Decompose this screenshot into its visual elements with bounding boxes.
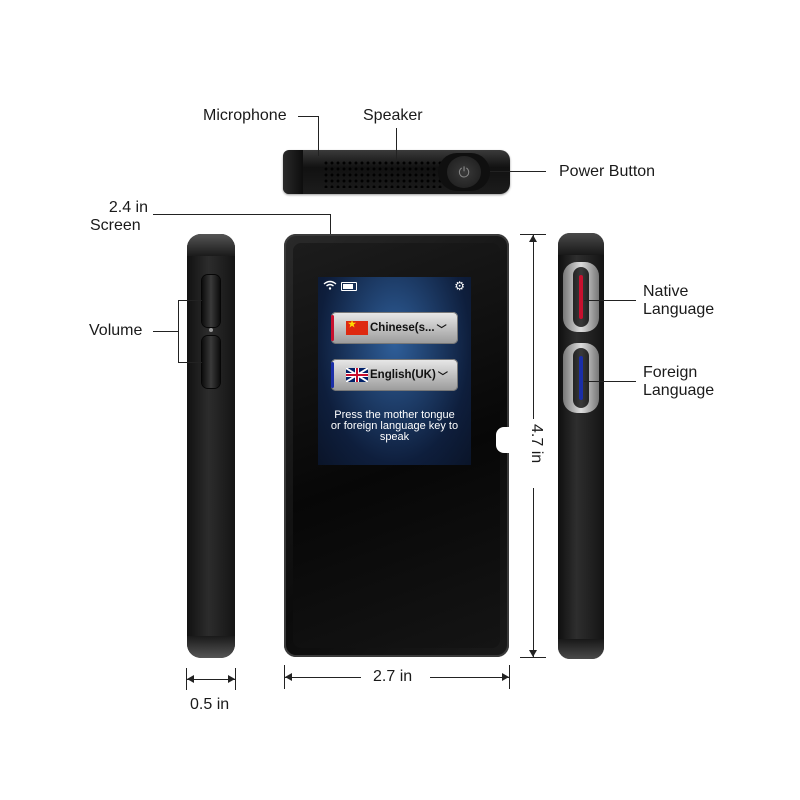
width-dimension-line-left — [285, 677, 361, 678]
height-dimension-label: 4.7 in — [528, 424, 545, 464]
right-side-bottom-cap — [558, 639, 604, 659]
native-language-label-line2: Language — [643, 301, 715, 318]
height-dimension-line-bottom — [533, 488, 534, 657]
native-key-red-stripe — [579, 275, 583, 319]
foreign-key-blue-stripe — [579, 356, 583, 400]
wifi-icon — [323, 280, 337, 293]
volume-indicator-dot — [209, 328, 213, 332]
height-arrow-up — [529, 235, 537, 242]
height-dimension-line-top — [533, 235, 534, 419]
instruction-line2: or foreign language key to — [330, 420, 459, 432]
volume-up-button[interactable] — [202, 275, 220, 327]
speaker-label: Speaker — [363, 107, 423, 124]
native-accent-bar — [331, 315, 334, 341]
foreign-language-selector[interactable]: English(UK) ﹀ — [331, 359, 458, 391]
width-tick-right — [509, 665, 510, 689]
battery-icon — [341, 282, 357, 291]
volume-down-button[interactable] — [202, 336, 220, 388]
power-icon: ⏻ — [458, 163, 470, 180]
speaker-leader — [396, 128, 397, 160]
width-arrow-right — [502, 673, 509, 681]
foreign-language-leader — [584, 381, 636, 382]
volume-label: Volume — [89, 322, 143, 339]
depth-dimension-label: 0.5 in — [190, 696, 230, 713]
instruction-line3: speak — [379, 431, 410, 443]
depth-arrow-right — [228, 675, 235, 683]
left-side-bottom-cap — [187, 636, 235, 658]
device-side-notch — [496, 427, 510, 453]
depth-arrow-left — [187, 675, 194, 683]
width-dimension-label: 2.7 in — [373, 668, 413, 685]
native-language-name: Chinese(s... — [370, 322, 435, 334]
power-button-label: Power Button — [559, 163, 656, 180]
left-side-top-cap — [187, 234, 235, 256]
microphone-label: Microphone — [203, 107, 287, 124]
power-button[interactable]: ⏻ — [447, 156, 481, 188]
native-language-selector[interactable]: Chinese(s... ﹀ — [331, 312, 458, 344]
width-tick-left — [284, 665, 285, 689]
height-tick-top — [520, 234, 546, 235]
volume-bracket-top — [178, 300, 202, 301]
right-side-top-cap — [558, 233, 604, 255]
volume-bracket-bottom — [178, 362, 202, 363]
chevron-down-icon: ﹀ — [436, 324, 447, 336]
depth-tick-right — [235, 668, 236, 690]
depth-tick-left — [186, 668, 187, 690]
native-language-leader — [584, 300, 636, 301]
foreign-language-label-line1: Foreign — [643, 364, 698, 381]
device-screen: ⚙ Chinese(s... ﹀ English(UK) ﹀ Press the… — [318, 277, 471, 465]
depth-dimension-line — [187, 679, 235, 680]
status-bar: ⚙ — [318, 279, 471, 294]
chevron-down-icon: ﹀ — [437, 371, 448, 383]
height-tick-bottom — [520, 657, 546, 658]
instruction-line1: Press the mother tongue — [334, 409, 455, 421]
microphone-leader-v — [318, 116, 319, 156]
china-flag-icon — [346, 319, 368, 335]
screen-leader-h — [153, 214, 330, 215]
gear-icon[interactable]: ⚙ — [454, 279, 465, 293]
foreign-language-name: English(UK) — [370, 369, 436, 381]
height-arrow-down — [529, 650, 537, 657]
speaker-grille — [323, 160, 443, 188]
width-arrow-left — [285, 673, 292, 681]
volume-bracket-v — [178, 300, 179, 362]
screen-size-label-line1: 2.4 in — [108, 199, 148, 216]
screen-size-label-line2: Screen — [90, 217, 141, 234]
foreign-accent-bar — [331, 362, 334, 388]
uk-flag-icon — [346, 368, 368, 382]
volume-leader-h — [153, 331, 179, 332]
foreign-language-label-line2: Language — [643, 382, 715, 399]
power-button-leader — [490, 171, 546, 172]
native-language-label-line1: Native — [643, 283, 689, 300]
instruction-text: Press the mother tongue or foreign langu… — [318, 410, 471, 443]
width-dimension-line-right — [430, 677, 509, 678]
microphone-leader-h — [298, 116, 318, 117]
device-top-cap — [283, 150, 303, 194]
